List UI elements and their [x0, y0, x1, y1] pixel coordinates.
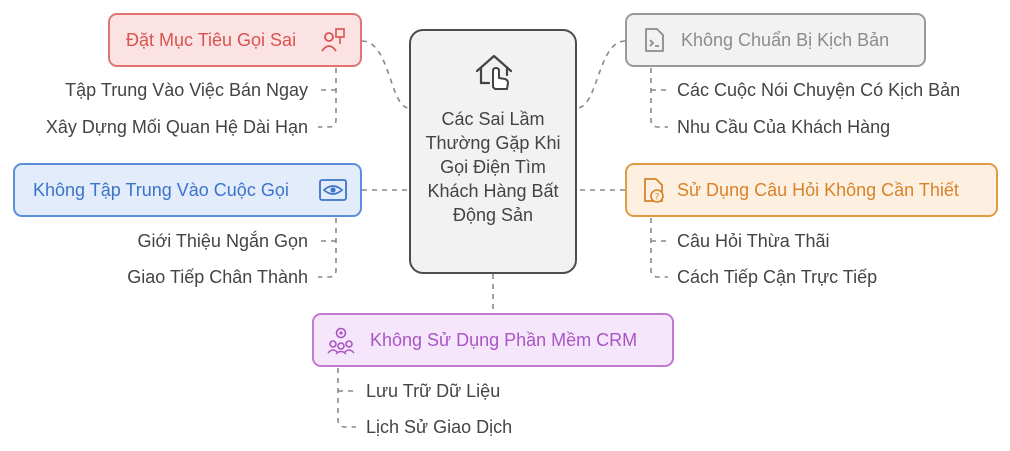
branch-no-script: Không Chuẩn Bị Kịch Bản [625, 13, 926, 67]
wrong-goal-item-1: Tập Trung Vào Việc Bán Ngay [65, 80, 308, 100]
script-file-icon [639, 25, 669, 55]
team-gear-icon [326, 325, 356, 355]
unnecessary-questions-item-2: Cách Tiếp Cận Trực Tiếp [677, 267, 878, 287]
connector-focus-items [318, 218, 337, 278]
connector-questions-items [650, 218, 668, 278]
branch-no-crm-label: Không Sử Dụng Phần Mềm CRM [370, 329, 638, 350]
no-focus-item-1: Giới Thiệu Ngắn Gọn [137, 231, 308, 251]
unnecessary-questions-item-1: Câu Hỏi Thừa Thãi [677, 231, 830, 251]
house-hand-icon [475, 54, 513, 90]
no-script-item-2: Nhu Cầu Của Khách Hàng [677, 117, 891, 137]
no-focus-item-2: Giao Tiếp Chân Thành [127, 267, 308, 287]
central-topic: Các Sai Lầm Thường Gặp Khi Gọi Điện Tìm … [409, 29, 577, 274]
wrong-goal-item-2: Xây Dựng Mối Quan Hệ Dài Hạn [45, 117, 308, 137]
branch-no-crm: Không Sử Dụng Phần Mềm CRM [312, 313, 674, 367]
eye-icon [318, 175, 348, 205]
connector-goal-items [318, 68, 337, 128]
branch-wrong-goal: Đặt Mục Tiêu Gọi Sai [108, 13, 362, 67]
connector-crm-items [337, 368, 356, 428]
question-file-icon: ? [639, 175, 669, 205]
no-script-item-1: Các Cuộc Nói Chuyện Có Kịch Bản [677, 80, 961, 100]
svg-text:?: ? [655, 193, 660, 203]
branch-no-focus: Không Tập Trung Vào Cuộc Gọi [13, 163, 362, 217]
branch-unnecessary-questions-label: Sử Dụng Câu Hỏi Không Cần Thiết [677, 179, 959, 200]
branch-unnecessary-questions: ? Sử Dụng Câu Hỏi Không Cần Thiết [625, 163, 998, 217]
branch-no-script-label: Không Chuẩn Bị Kịch Bản [681, 29, 890, 50]
connector-goal [361, 40, 410, 109]
connector-script [576, 40, 626, 109]
branch-wrong-goal-label: Đặt Mục Tiêu Gọi Sai [126, 29, 297, 50]
target-person-icon [318, 25, 348, 55]
no-crm-item-1: Lưu Trữ Dữ Liệu [366, 381, 501, 401]
central-title: Các Sai Lầm Thường Gặp Khi Gọi Điện Tìm … [425, 109, 561, 225]
connector-script-items [650, 68, 668, 128]
no-crm-item-2: Lịch Sử Giao Dịch [366, 417, 513, 437]
branch-no-focus-label: Không Tập Trung Vào Cuộc Gọi [33, 179, 289, 200]
